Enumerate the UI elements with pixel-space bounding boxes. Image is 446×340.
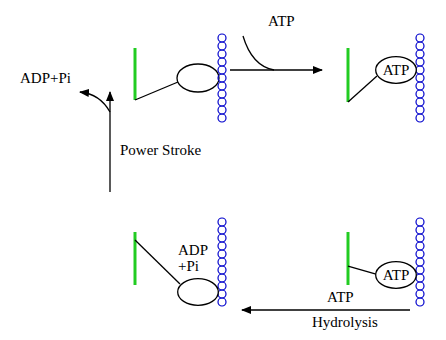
myosin-head: ADP +Pi: [177, 278, 219, 306]
actin-monomer: [218, 258, 226, 266]
actin-monomer: [416, 250, 424, 258]
release-arrow: [80, 92, 110, 112]
z-line: [347, 48, 350, 102]
actin-monomer: [218, 218, 226, 226]
myosin-neck: [135, 240, 180, 284]
actin-monomer: [218, 290, 226, 298]
myosin-head: ATP: [375, 56, 417, 84]
head-label: ATP: [383, 267, 410, 283]
cycle-arrow: [242, 309, 410, 310]
actin-monomer: [218, 250, 226, 258]
actin-monomer: [416, 266, 424, 274]
actin-monomer: [218, 98, 226, 106]
actin-monomer: [416, 234, 424, 242]
actin-monomer: [218, 50, 226, 58]
head-label: ATP: [383, 62, 410, 78]
actin-monomer: [218, 82, 226, 90]
step-label: ATP: [268, 13, 295, 30]
actin-monomer: [218, 242, 226, 250]
actin-monomer: [416, 290, 424, 298]
actin-monomer: [218, 234, 226, 242]
actin-monomer: [218, 114, 226, 122]
actin-monomer: [416, 98, 424, 106]
myosin-neck: [348, 266, 376, 274]
actin-monomer: [416, 298, 424, 306]
myosin-head: ATP: [375, 261, 417, 289]
actin-monomer: [218, 226, 226, 234]
actin-monomer: [218, 298, 226, 306]
actin-monomer: [416, 106, 424, 114]
actin-monomer: [218, 90, 226, 98]
step-label: Hydrolysis: [312, 314, 378, 331]
head-outline: [177, 278, 219, 306]
actin-monomer: [416, 274, 424, 282]
actin-monomer: [218, 34, 226, 42]
actin-monomer: [218, 274, 226, 282]
actin-monomer: [218, 282, 226, 290]
z-line: [347, 232, 350, 285]
actin-monomer: [416, 34, 424, 42]
myosin-neck: [348, 76, 377, 102]
actin-monomer: [416, 242, 424, 250]
actin-monomer: [416, 114, 424, 122]
step-label: ATP: [327, 289, 354, 306]
actin-monomer: [218, 74, 226, 82]
actin-monomer: [416, 66, 424, 74]
atp-in-arrow: [243, 36, 274, 70]
actin-filament: [218, 34, 424, 306]
myosin-neck: [135, 82, 178, 100]
z-line: [134, 232, 137, 285]
actin-monomer: [416, 82, 424, 90]
myosin-head: [177, 64, 219, 92]
actin-monomer: [416, 50, 424, 58]
cycle-arrow: [109, 92, 110, 192]
actin-monomer: [218, 58, 226, 66]
actin-monomer: [416, 218, 424, 226]
actin-monomer: [416, 74, 424, 82]
step-label: ADP+Pi: [20, 70, 71, 87]
actin-monomer: [218, 42, 226, 50]
actin-monomer: [416, 226, 424, 234]
cycle-arrow: [230, 69, 322, 70]
actin-monomer: [218, 106, 226, 114]
actin-monomer: [218, 266, 226, 274]
actin-monomer: [416, 258, 424, 266]
z-line: [134, 48, 137, 100]
step-label: Power Stroke: [120, 142, 201, 159]
actin-monomer: [416, 90, 424, 98]
head-label: ADP +Pi: [178, 242, 214, 274]
actin-monomer: [416, 282, 424, 290]
actin-monomer: [416, 42, 424, 50]
actin-monomer: [218, 66, 226, 74]
actin-monomer: [416, 58, 424, 66]
